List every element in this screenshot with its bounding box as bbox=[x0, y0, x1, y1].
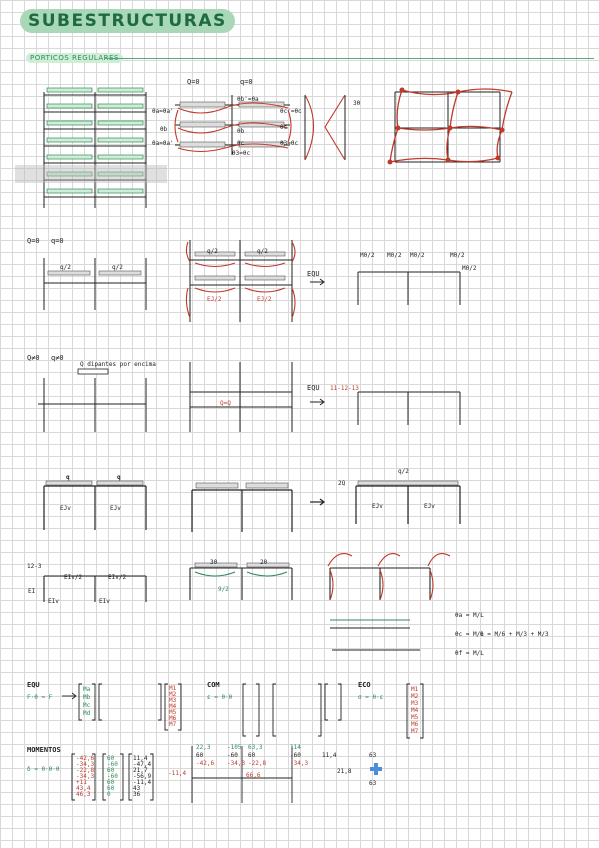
frame-top-4: 114 bbox=[290, 744, 301, 751]
row4-q2: q bbox=[117, 474, 121, 481]
page-title: SUBESTRUCTURAS bbox=[20, 9, 235, 33]
frame-low-1: -42,6 bbox=[196, 760, 215, 767]
row6-com: COM bbox=[207, 681, 220, 689]
label-theta-3: θ3=θc bbox=[280, 140, 299, 147]
row2-q2c: q/2 bbox=[207, 248, 218, 255]
label-Q0: Q=0 bbox=[187, 78, 200, 86]
frame-top-2: -105 bbox=[227, 744, 242, 751]
row2-ej-a: EJ/2 bbox=[207, 296, 222, 303]
label-theta-b2: θb bbox=[160, 126, 168, 133]
row2-Q: Q=0 bbox=[27, 237, 40, 245]
row6-eco: ECO bbox=[358, 681, 371, 689]
row2-q2b: q/2 bbox=[112, 264, 123, 271]
row6-eco-f: σ = θ·ε bbox=[358, 694, 384, 701]
row4-q3: q/2 bbox=[398, 468, 409, 475]
frame-mid-2: -60 bbox=[227, 752, 238, 759]
frame-mid-4: -60 bbox=[290, 752, 301, 759]
row5-b: EI bbox=[28, 588, 36, 595]
row4-ej4: EJv bbox=[424, 503, 435, 510]
side-5: 63 bbox=[369, 752, 377, 759]
row2-m5: M0/2 bbox=[462, 265, 477, 272]
side-6: 63 bbox=[369, 780, 377, 787]
row3-q: q≠0 bbox=[51, 354, 64, 362]
row4-ej1: EJv bbox=[60, 505, 71, 512]
row2-q2a: q/2 bbox=[60, 264, 71, 271]
row6-com-f: ε = θ·θ bbox=[207, 694, 233, 701]
row2-equ: EQU bbox=[307, 270, 320, 278]
row4-arrow: 2Q bbox=[338, 480, 346, 487]
side-4: 21,8 bbox=[337, 768, 352, 775]
row2-q: q=0 bbox=[51, 237, 64, 245]
label-theta-b3: θb bbox=[237, 128, 245, 135]
row2-m2: M0/2 bbox=[387, 252, 402, 259]
row6-equ: EQU bbox=[27, 681, 40, 689]
row5-a: 12-3 bbox=[27, 563, 42, 570]
row4-ej3: EJv bbox=[372, 503, 383, 510]
side-2: 66,6 bbox=[246, 772, 261, 779]
row2-m4: M0/2 bbox=[450, 252, 465, 259]
multistory-frame bbox=[43, 92, 147, 208]
row5-e: EIv bbox=[48, 598, 59, 605]
row5-f1: θa = M/L bbox=[455, 612, 484, 619]
row7-formula: δ = θ·θ·θ bbox=[27, 766, 60, 773]
frame-top-3: 63,3 bbox=[248, 744, 263, 751]
frame-low-4: -34,3 bbox=[290, 760, 309, 767]
row5-f4: θ = M/6 + M/3 + M/3 bbox=[480, 631, 549, 638]
row5-f3: θf = M/L bbox=[455, 650, 484, 657]
label-q0: q=0 bbox=[240, 78, 253, 86]
row5-f: EIv bbox=[99, 598, 110, 605]
row5-h: 20 bbox=[260, 559, 268, 566]
row5-f2: θc = M/L bbox=[455, 631, 484, 638]
section-subtitle: PORTICOS REGULARES bbox=[26, 53, 123, 63]
row2-m1: M0/2 bbox=[360, 252, 375, 259]
row5-i: 9/2 bbox=[218, 586, 229, 593]
label-theta-c3: θc bbox=[237, 140, 245, 147]
label-theta-b: θb'=θa bbox=[237, 96, 259, 103]
label-theta-c2: θc bbox=[280, 124, 288, 131]
frame-mid-1: 60 bbox=[196, 752, 204, 759]
section-rule bbox=[104, 58, 594, 59]
row5-c: EIv/2 bbox=[64, 574, 83, 581]
row3-note: Q dipantes por encima bbox=[80, 361, 156, 368]
frame-mid-3: 60 bbox=[248, 752, 256, 759]
row2-m3: M0/2 bbox=[410, 252, 425, 259]
frame-low-2: -34,3 bbox=[227, 760, 246, 767]
frame-top-1: 22,3 bbox=[196, 744, 211, 751]
label-theta-3b: θ3=θc bbox=[232, 150, 251, 157]
side-1: -11,4 bbox=[168, 770, 187, 777]
side-label: 3θ bbox=[353, 100, 361, 107]
row3-extra: 11-12-13 bbox=[330, 385, 359, 392]
side-3: 11,4 bbox=[322, 752, 337, 759]
row4-q1: q bbox=[66, 474, 70, 481]
label-theta-c: θc'=θc bbox=[280, 108, 302, 115]
frame-low-3: -22,8 bbox=[248, 760, 267, 767]
row3-equ: EQU bbox=[307, 384, 320, 392]
row5-d: EIv/2 bbox=[108, 574, 127, 581]
row2-q2d: q/2 bbox=[257, 248, 268, 255]
row3-eq: Q=Q bbox=[220, 400, 231, 407]
row7-title: MOMENTOS bbox=[27, 746, 61, 754]
label-theta-a: θa=θa' bbox=[152, 108, 174, 115]
row6-equ-f: F·θ = F bbox=[27, 694, 53, 701]
row5-g: 30 bbox=[210, 559, 218, 566]
label-theta-a2: θa=θa' bbox=[152, 140, 174, 147]
row2-ej-b: EJ/2 bbox=[257, 296, 272, 303]
row3-Q: Q≠0 bbox=[27, 354, 40, 362]
row4-ej2: EJv bbox=[110, 505, 121, 512]
